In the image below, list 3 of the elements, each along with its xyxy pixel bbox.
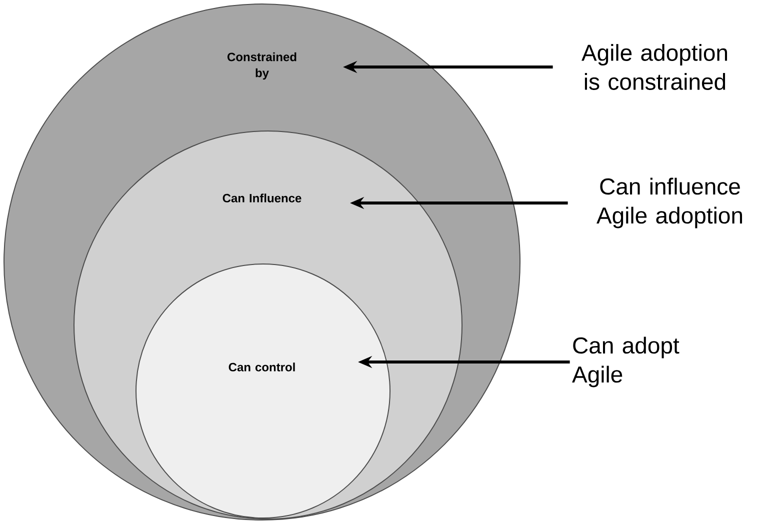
text-label: Agile adoption is constrained xyxy=(582,44,728,90)
text-label: Can influence Agile adoption xyxy=(596,178,742,228)
text-label: Can adopt Agile xyxy=(572,336,680,388)
